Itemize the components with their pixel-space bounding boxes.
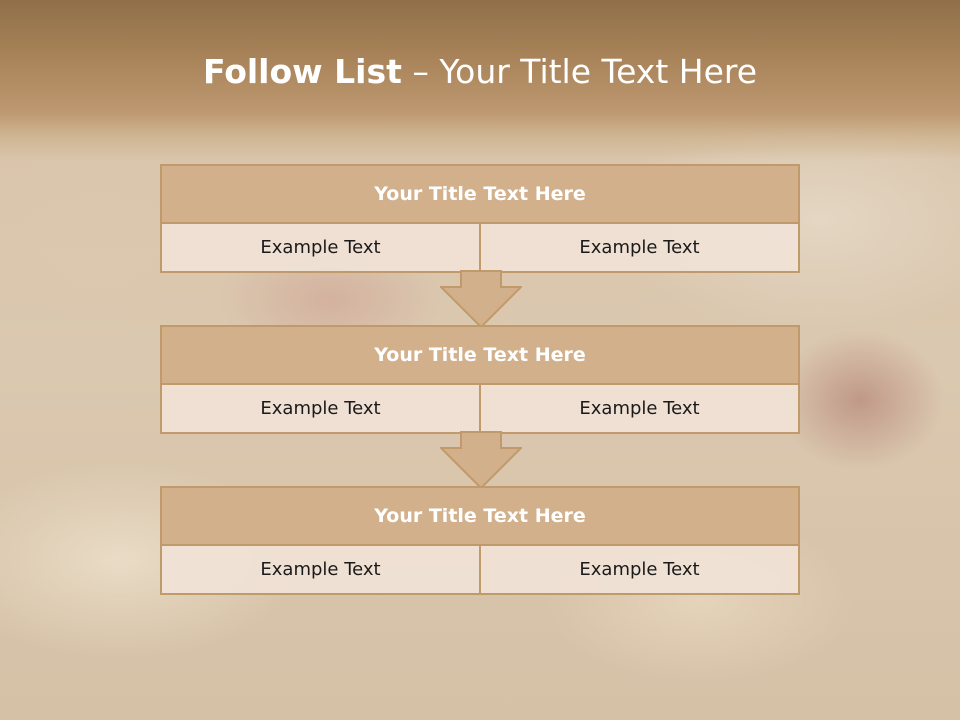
block-title: Your Title Text Here [162, 488, 798, 546]
down-arrow-icon [440, 431, 522, 489]
block-title: Your Title Text Here [162, 166, 798, 224]
block-cell-right: Example Text [479, 224, 798, 271]
block-row: Example Text Example Text [162, 385, 798, 432]
block-cell-left: Example Text [260, 398, 381, 419]
down-arrow-icon [440, 270, 522, 328]
block-row: Example Text Example Text [162, 546, 798, 593]
block-cell-right: Example Text [479, 546, 798, 593]
block-cell-right: Example Text [479, 385, 798, 432]
block-row: Example Text Example Text [162, 224, 798, 271]
title-band [0, 0, 960, 160]
slide-title-bold: Follow List [202, 52, 402, 91]
list-block-3: Your Title Text Here Example Text Exampl… [160, 486, 800, 595]
list-block-1: Your Title Text Here Example Text Exampl… [160, 164, 800, 273]
slide-title-rest: – Your Title Text Here [401, 52, 758, 91]
slide-title: Follow List – Your Title Text Here [0, 52, 960, 91]
block-cell-left: Example Text [260, 559, 381, 580]
list-block-2: Your Title Text Here Example Text Exampl… [160, 325, 800, 434]
block-cell-left: Example Text [260, 237, 381, 258]
block-title: Your Title Text Here [162, 327, 798, 385]
